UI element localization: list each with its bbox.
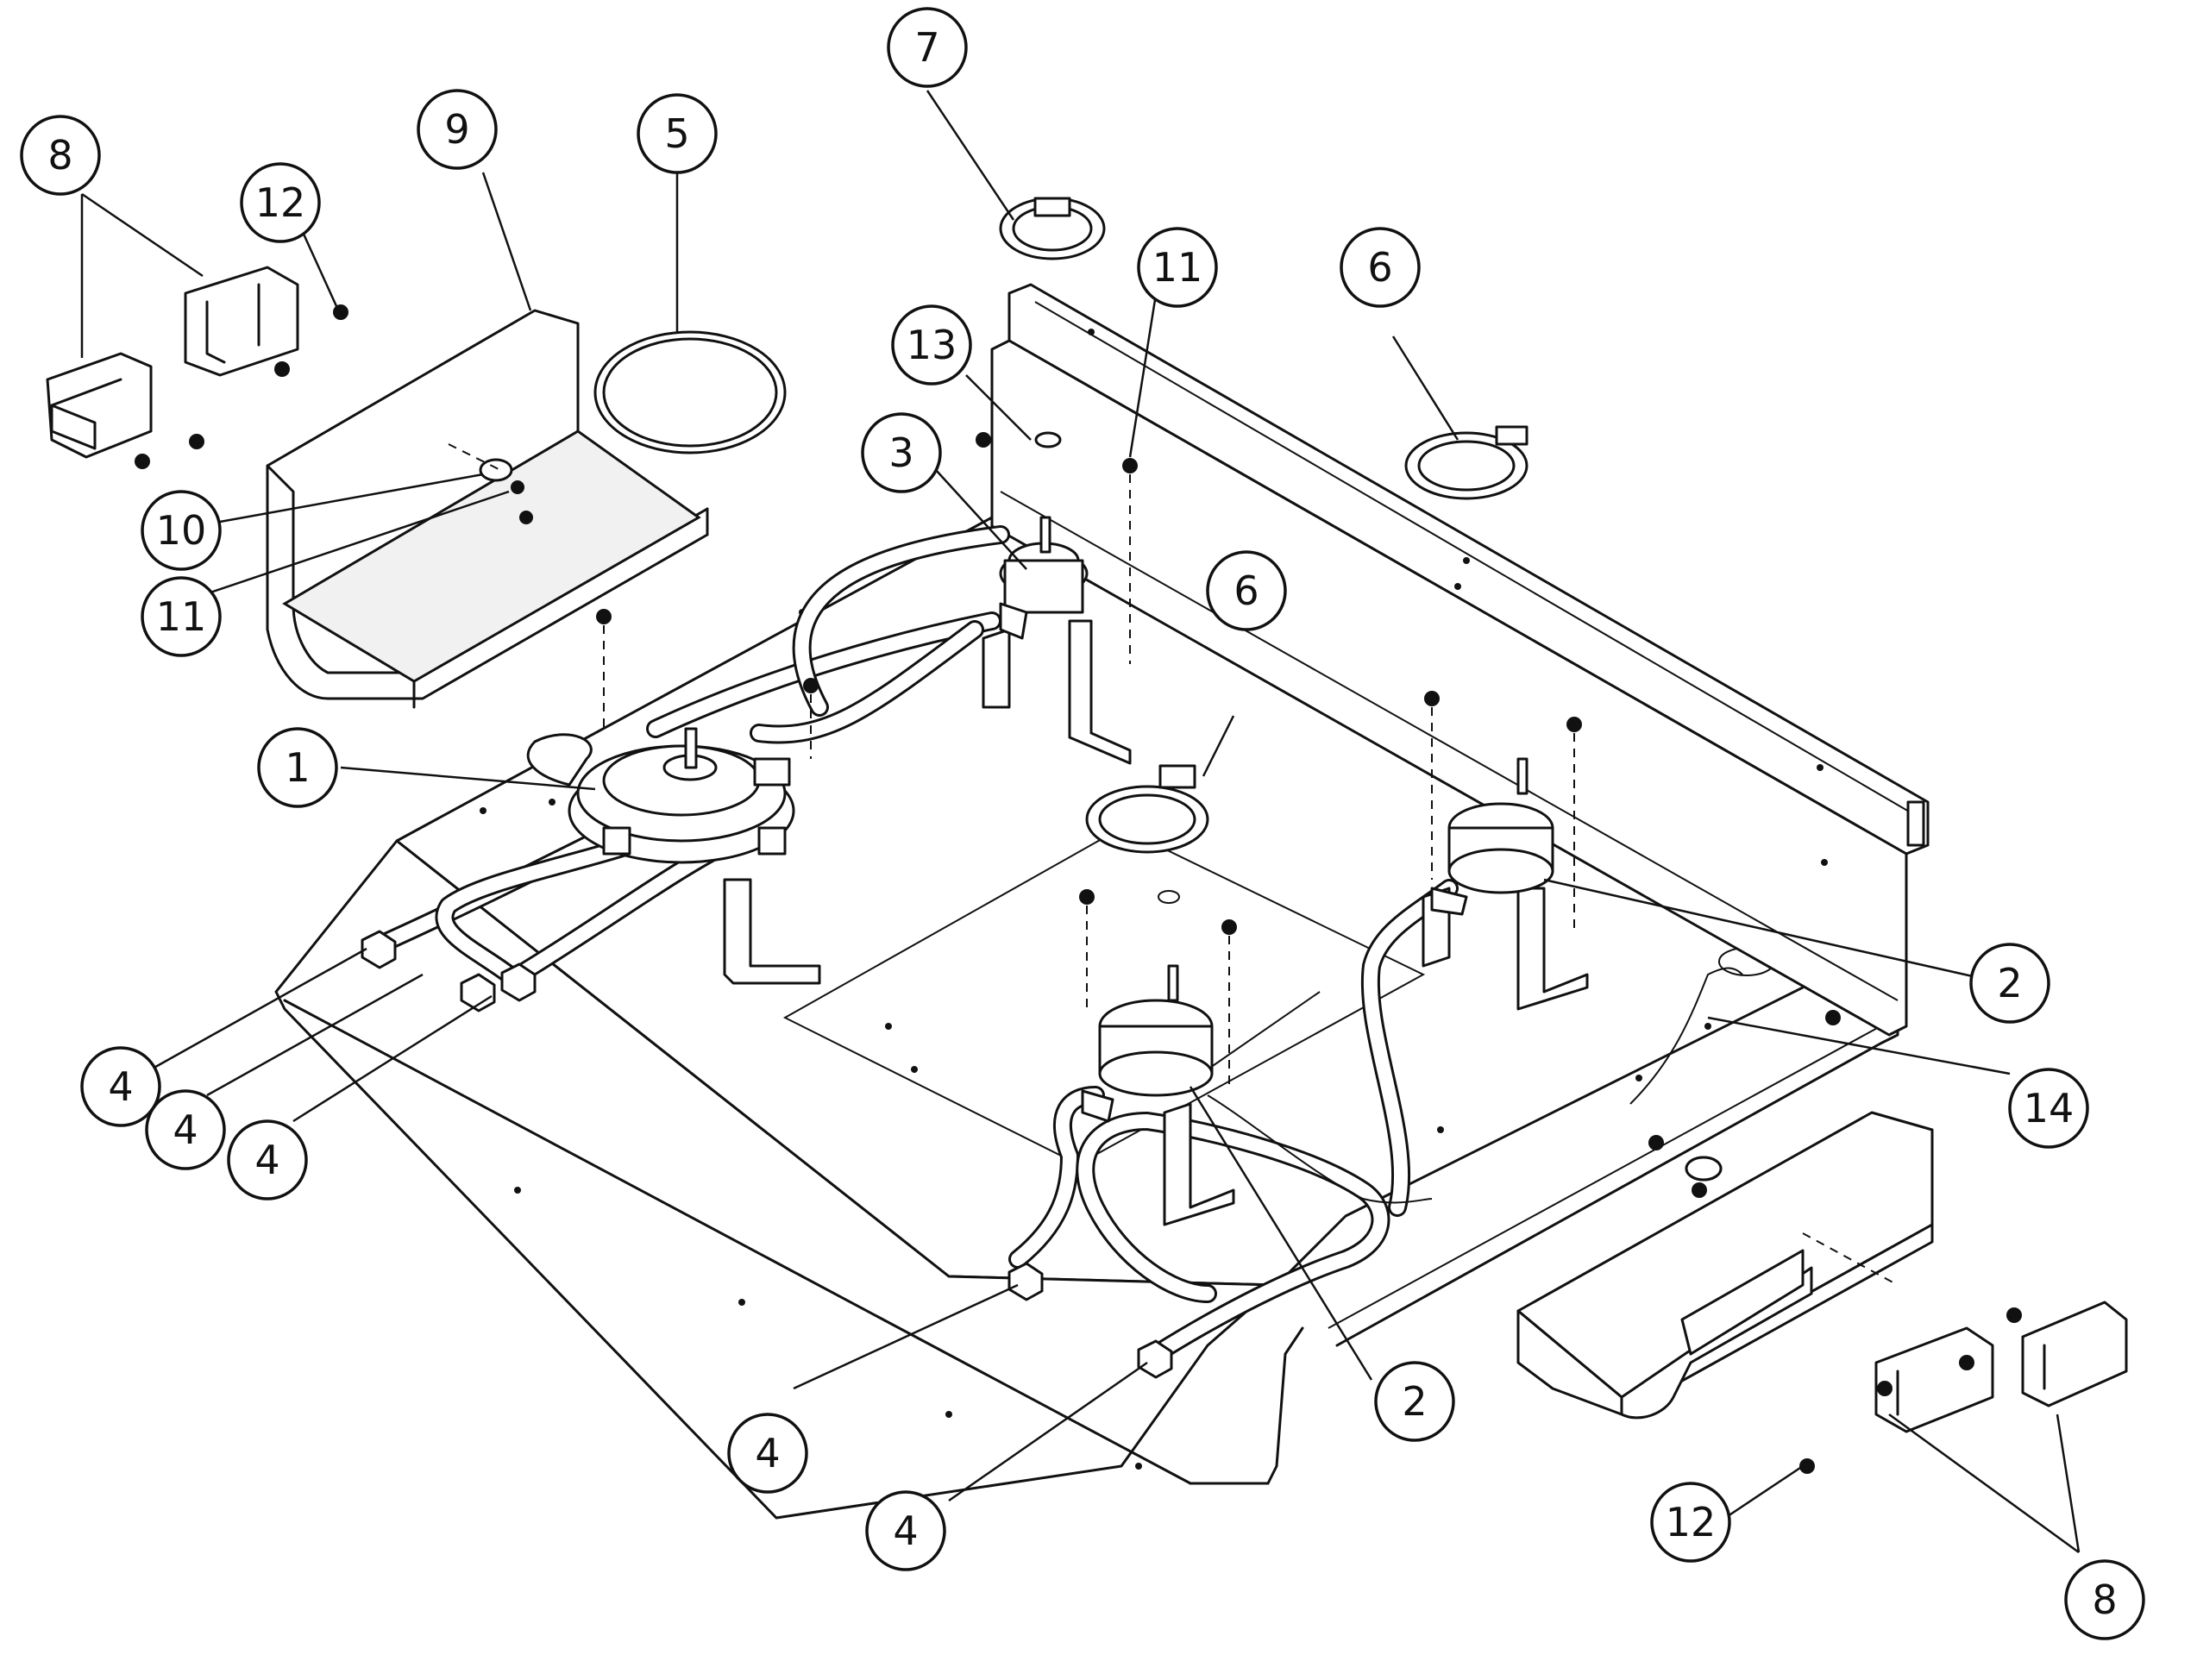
burner-1-large	[526, 727, 821, 985]
callout-4d-label: 4	[755, 1430, 780, 1476]
burner-base-pan	[274, 516, 1899, 1520]
callout-7: 7	[887, 7, 968, 88]
callout-4e: 4	[865, 1490, 946, 1571]
ring-5	[593, 330, 787, 454]
callout-12-top-label: 12	[255, 179, 306, 226]
callout-13-label: 13	[907, 322, 957, 368]
retainer-7	[999, 197, 1106, 260]
callout-5: 5	[637, 93, 718, 174]
igniter-module-top-left-b	[184, 266, 299, 377]
callout-6-center: 6	[1206, 550, 1287, 631]
callout-3: 3	[861, 412, 942, 493]
callout-2-right: 2	[1969, 943, 2050, 1024]
leader-lines	[80, 90, 2081, 1554]
burner-3-rear-left	[982, 516, 1132, 765]
gas-tubes	[361, 525, 1743, 1379]
callout-13: 13	[891, 304, 972, 386]
callout-4b: 4	[145, 1089, 226, 1170]
callout-4a-label: 4	[108, 1063, 133, 1110]
callout-10: 10	[141, 490, 222, 571]
callout-5-label: 5	[664, 110, 689, 157]
screws	[135, 304, 2022, 1474]
callout-6-center-label: 6	[1233, 567, 1259, 614]
callout-8-bottom-right-label: 8	[2092, 1577, 2117, 1623]
igniter-module-top-left-a	[46, 352, 153, 459]
right-side-trim	[1516, 1111, 1934, 1420]
assembly-lines	[448, 443, 1899, 1286]
callout-9-label: 9	[444, 106, 469, 153]
igniter-module-bottom-right-a	[1874, 1326, 1994, 1433]
callout-8-top-left: 8	[20, 115, 101, 196]
callout-4a: 4	[80, 1046, 161, 1127]
burner-2-right	[1422, 757, 1589, 1011]
callout-1-label: 1	[285, 744, 310, 791]
callout-11-top: 11	[1137, 227, 1218, 308]
callout-12-top: 12	[240, 162, 321, 243]
left-side-trim	[266, 309, 709, 709]
callout-4e-label: 4	[893, 1508, 918, 1554]
callout-4c: 4	[227, 1119, 308, 1200]
callout-2-front-label: 2	[1402, 1378, 1427, 1425]
callout-1: 1	[257, 727, 338, 808]
callout-14: 14	[2008, 1068, 2089, 1149]
igniter-module-bottom-right-b	[2021, 1301, 2128, 1407]
callout-6-top: 6	[1340, 227, 1421, 308]
callout-11-left-label: 11	[156, 593, 207, 640]
back-panel	[990, 283, 1930, 1037]
callout-4d: 4	[727, 1413, 808, 1494]
callout-8-bottom-right: 8	[2064, 1559, 2145, 1640]
callout-4c-label: 4	[254, 1137, 279, 1183]
retainer-6-top	[1404, 425, 1528, 500]
callout-2-front: 2	[1374, 1361, 1455, 1442]
callout-12-bottom-label: 12	[1666, 1499, 1717, 1545]
callout-7-label: 7	[914, 24, 939, 71]
callout-11-top-label: 11	[1152, 244, 1203, 291]
burner-2-front	[1081, 964, 1235, 1226]
callout-12-bottom: 12	[1650, 1482, 1731, 1563]
callout-10-label: 10	[156, 507, 207, 554]
callout-11-left: 11	[141, 576, 222, 657]
retainer-6-center	[1085, 764, 1209, 854]
callout-9: 9	[417, 89, 498, 170]
callout-8-top-left-label: 8	[47, 132, 72, 179]
callout-14-label: 14	[2024, 1085, 2075, 1131]
callout-6-top-label: 6	[1367, 244, 1392, 291]
callout-3-label: 3	[888, 429, 913, 476]
callout-2-right-label: 2	[1997, 960, 2022, 1006]
callout-4b-label: 4	[173, 1106, 198, 1153]
